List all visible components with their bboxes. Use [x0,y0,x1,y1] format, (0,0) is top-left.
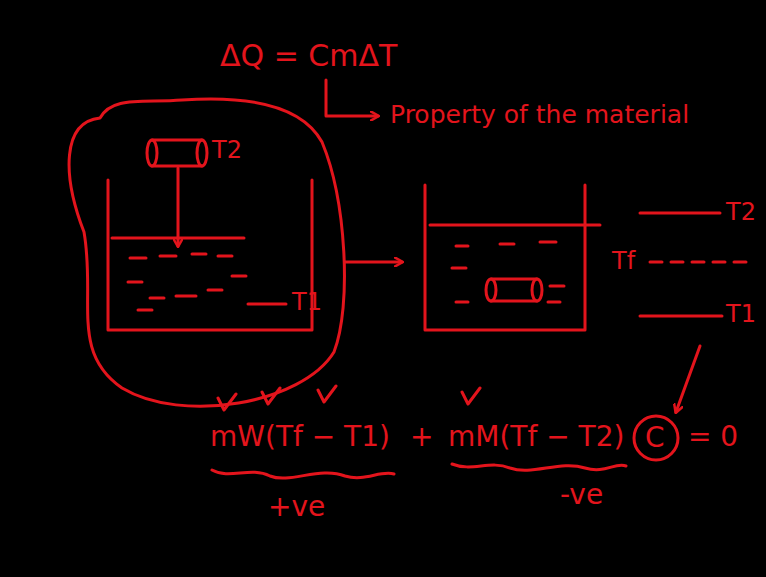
drop-arrow [177,168,180,246]
circle-mark [634,416,678,460]
underbrace [212,470,394,478]
underbrace [452,464,626,470]
equation-symbol: C [645,421,665,455]
beaker [425,185,600,330]
process-arrow [345,261,402,264]
check-marks [218,386,480,410]
beaker [108,180,312,330]
equation-term: mW(Tf − T1) [210,420,390,454]
hook-arrow [326,80,378,116]
temperature-label: T1 [726,300,756,329]
equation-term: mM(Tf − T2) [448,420,624,454]
level-line [640,212,720,215]
temperature-label: T2 [726,198,756,227]
formula: ΔQ = CmΔT [220,38,397,74]
level-line [640,315,722,318]
system-outline [69,99,344,406]
level-line [650,261,755,264]
sign-note: +ve [268,490,325,524]
metal-cylinder [147,140,207,166]
equation-term: = 0 [688,420,738,454]
temperature-label: T1 [292,288,322,317]
note-text: Property of the material [390,100,689,130]
temperature-label: Tf [612,247,635,276]
equation-operator: + [410,420,433,454]
pointer-arrow [676,346,700,412]
sign-note: -ve [560,478,603,512]
leader-line [248,303,286,306]
temperature-label: T2 [212,136,242,165]
